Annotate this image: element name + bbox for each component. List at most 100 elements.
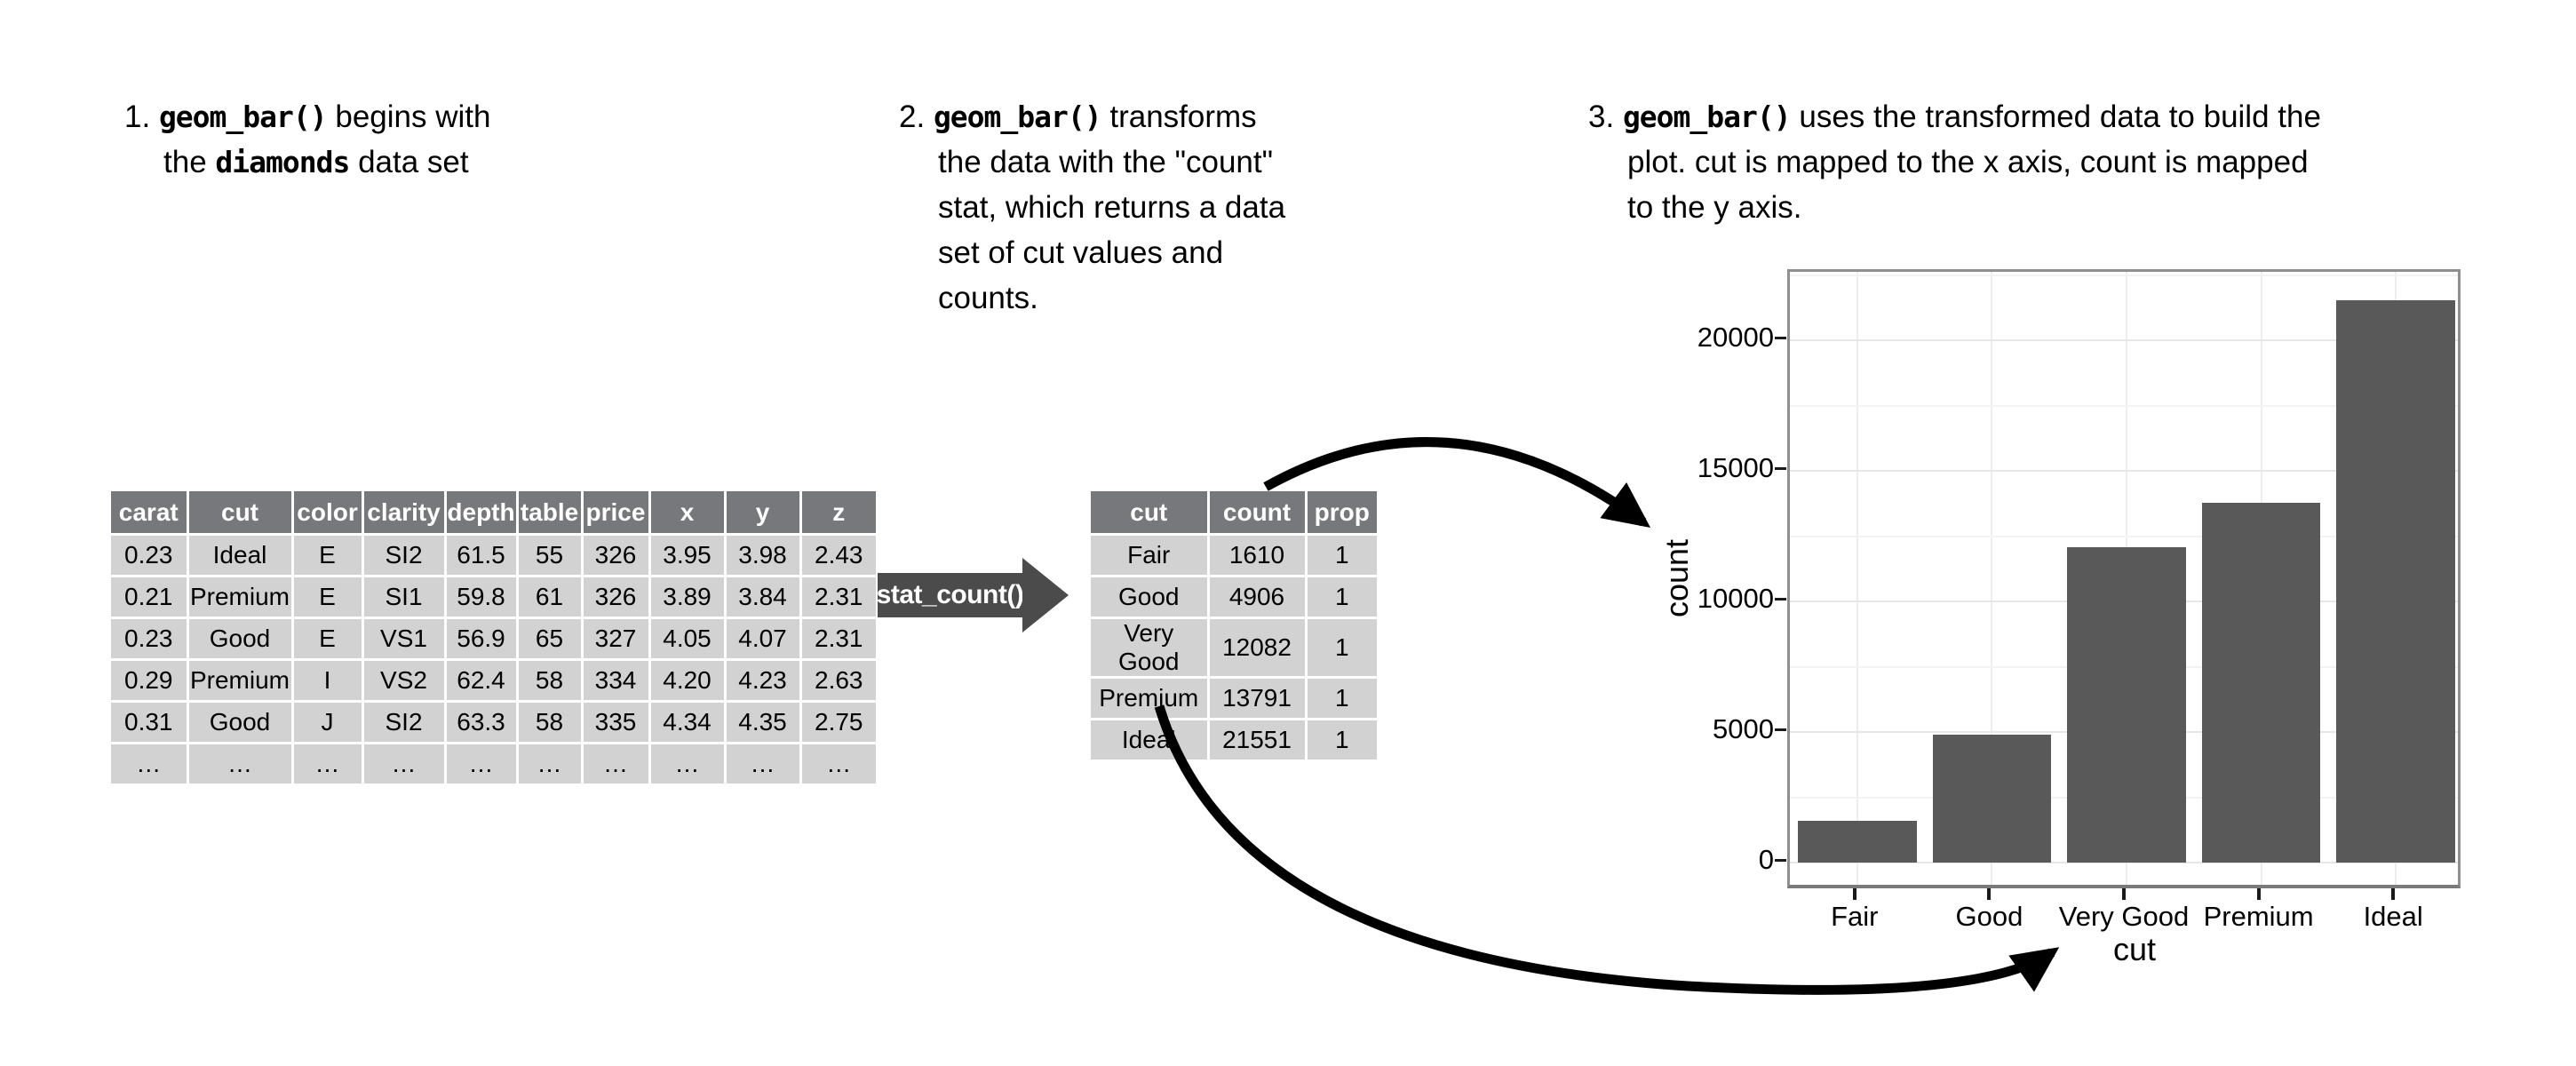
table-cell: 0.31 (111, 701, 189, 744)
bar-ideal (2336, 299, 2455, 863)
table-cell: 326 (582, 576, 651, 619)
table-cell: … (649, 743, 727, 784)
table-cell: 61 (517, 576, 584, 619)
table-row: ………………………… (111, 743, 876, 784)
annotation-step-3: 3. geom_bar() uses the transformed data … (1588, 94, 2321, 230)
table-cell: 3.98 (725, 534, 802, 577)
table-cell: 1 (1306, 677, 1377, 720)
table-cell: … (725, 743, 802, 784)
annotation-text: transforms (1101, 99, 1257, 134)
table-cell: 0.23 (111, 617, 189, 661)
table-cell: 58 (517, 659, 584, 703)
x-tick-mark (1852, 888, 1856, 900)
gridline-minor (1790, 404, 2458, 407)
table-cell: Very Good (1091, 617, 1210, 679)
step-number: 3. (1588, 99, 1615, 134)
annotation-step-2: 2. geom_bar() transforms the data with t… (899, 94, 1285, 321)
table-cell: 0.29 (111, 659, 189, 703)
table-cell: 0.23 (111, 534, 189, 577)
bar-fair (1798, 820, 1917, 863)
table-cell: 4.23 (725, 659, 802, 703)
x-tick-mark (2256, 888, 2261, 900)
column-header: z (800, 491, 876, 536)
table-cell: 58 (517, 701, 584, 744)
annotation-text: the data with the "count" (938, 145, 1274, 179)
gridline-major (1790, 862, 2458, 864)
table-cell: 3.95 (649, 534, 727, 577)
table-cell: 2.31 (800, 617, 876, 661)
table-cell: … (800, 743, 876, 784)
column-header: y (725, 491, 802, 536)
table-cell: 0.21 (111, 576, 189, 619)
table-cell: 4906 (1208, 576, 1308, 619)
stat-count-arrow-body: stat_count() (876, 573, 1024, 617)
y-tick-label: 5000 (1713, 713, 1774, 745)
bar-chart-panel (1787, 269, 2461, 888)
y-tick-mark (1775, 728, 1786, 731)
y-tick-label: 10000 (1697, 583, 1774, 615)
table-cell: 2.63 (800, 659, 876, 703)
stat-count-label: stat_count() (876, 580, 1024, 609)
annotation-text: uses the transformed data to build the (1790, 99, 2321, 134)
y-tick-label: 20000 (1697, 322, 1774, 354)
table-cell: Good (187, 617, 294, 661)
table-cell: Ideal (1091, 719, 1210, 760)
table-cell: 1 (1306, 719, 1377, 760)
table-cell: 21551 (1208, 719, 1308, 760)
table-cell: 334 (582, 659, 651, 703)
gridline-vertical (1856, 272, 1858, 885)
code-diamonds: diamonds (215, 145, 350, 179)
table-cell: 12082 (1208, 617, 1308, 679)
x-tick-mark (2391, 888, 2396, 900)
table-cell: 1 (1306, 534, 1377, 577)
x-tick-label: Very Good (2058, 901, 2190, 932)
y-tick-mark (1775, 858, 1786, 862)
table-cell: SI2 (362, 534, 447, 577)
table-cell: 3.89 (649, 576, 727, 619)
code-geom-bar: geom_bar() (158, 99, 328, 134)
table-cell: E (292, 576, 364, 619)
column-header: cut (187, 491, 294, 536)
table-cell: … (292, 743, 364, 784)
bar-good (1932, 735, 2052, 863)
x-tick-label: Premium (2203, 901, 2314, 932)
table-cell: 61.5 (445, 534, 519, 577)
table-cell: 65 (517, 617, 584, 661)
table-cell: 63.3 (445, 701, 519, 744)
table-cell: 62.4 (445, 659, 519, 703)
table-cell: … (445, 743, 519, 784)
table-cell: 4.07 (725, 617, 802, 661)
y-tick-mark (1775, 336, 1786, 339)
x-tick-label: Ideal (2363, 901, 2423, 932)
table-cell: … (362, 743, 447, 784)
x-tick-mark (2122, 888, 2126, 900)
column-header: table (517, 491, 584, 536)
step-number: 2. (899, 99, 926, 134)
column-header: color (292, 491, 364, 536)
table-cell: 1 (1306, 576, 1377, 619)
y-axis-title: count (1658, 538, 1695, 618)
table-cell: Good (1091, 576, 1210, 619)
y-tick-label: 15000 (1697, 452, 1774, 484)
table-cell: … (111, 743, 189, 784)
column-header: x (649, 491, 727, 536)
table-cell: 59.8 (445, 576, 519, 619)
column-header: clarity (362, 491, 447, 536)
table-cell: SI1 (362, 576, 447, 619)
table-cell: 1610 (1208, 534, 1308, 577)
annotation-text: begins with (326, 99, 491, 134)
table-cell: Ideal (187, 534, 294, 577)
table-cell: E (292, 617, 364, 661)
y-tick-mark (1775, 466, 1786, 470)
step-number: 1. (124, 99, 151, 134)
table-cell: 2.75 (800, 701, 876, 744)
table-cell: J (292, 701, 364, 744)
gridline-vertical (1991, 272, 1993, 885)
annotation-text: data set (349, 145, 469, 179)
